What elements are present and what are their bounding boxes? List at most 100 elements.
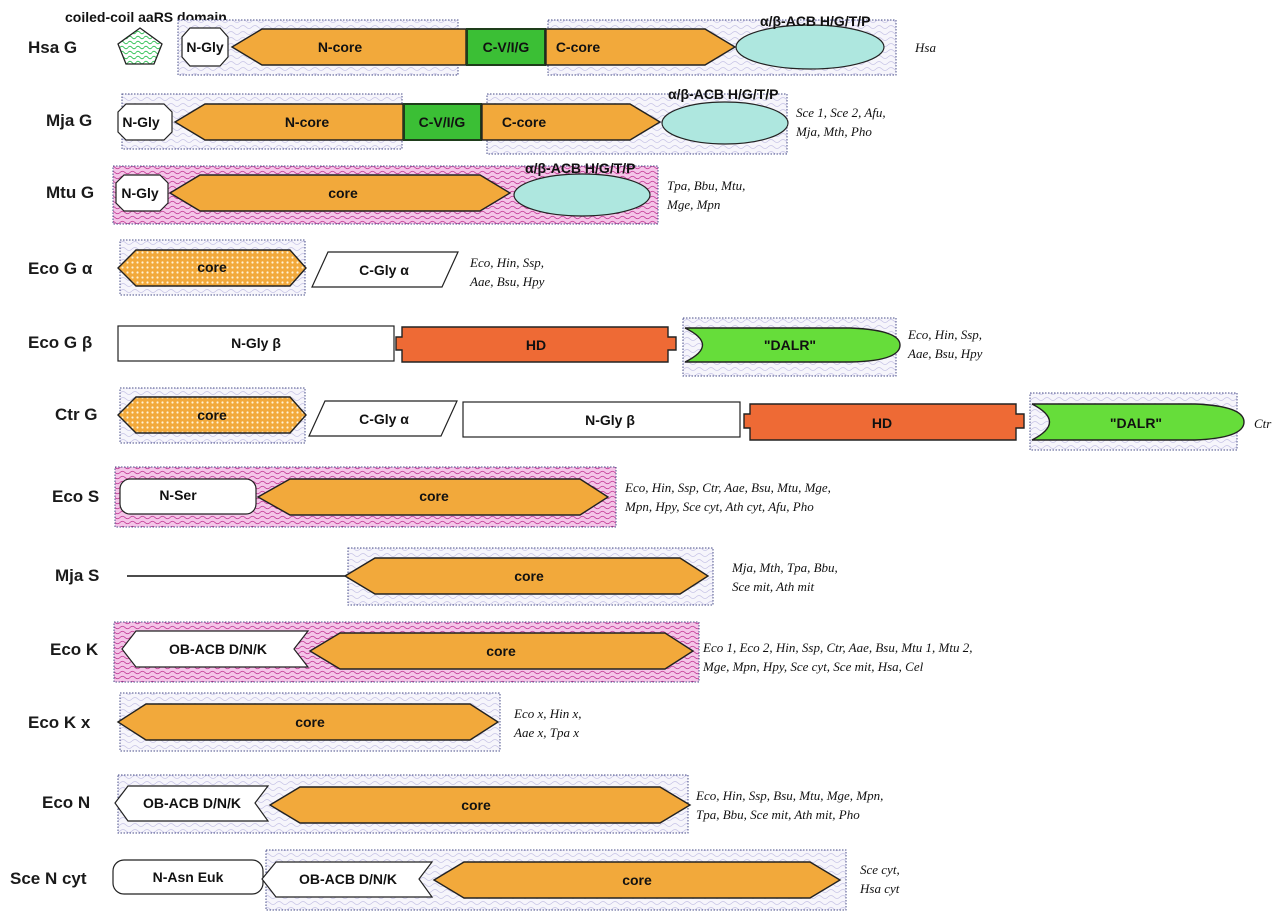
n-gly-label: N-Gly [121,185,159,201]
species-text: Eco, Hin, Ssp, [469,255,544,270]
row-mja-s: Mja S core Mja, Mth, Tpa, Bbu, Sce mit, … [55,547,838,606]
row-label-mja-g: Mja G [46,111,92,130]
core-label: core [197,407,227,423]
dalr-domain [1031,403,1245,441]
ob-acb-label: OB-ACB D/N/K [143,795,241,811]
row-eco-s: Eco S N-Ser core Eco, Hin, Ssp, Ctr, Aae… [52,466,831,528]
row-label-eco-n: Eco N [42,793,90,812]
coiled-coil-domain [117,27,163,65]
row-eco-g-beta: Eco G β N-Gly β HD "DALR" Eco, Hin, Ssp,… [28,317,983,377]
species-text: Aae, Bsu, Hpy [469,274,545,289]
row-label-mtu-g: Mtu G [46,183,94,202]
core-domain [117,249,307,287]
row-label-hsa-g: Hsa G [28,38,77,57]
n-core-label: N-core [285,114,330,130]
species-text: Eco, Hin, Ssp, [907,327,982,342]
core-domain [308,632,695,670]
dalr-label: "DALR" [1110,415,1162,431]
cvig-label: C-V/I/G [483,39,530,55]
core-label: core [295,714,325,730]
species-text: Hsa [914,40,936,55]
hd-domain [395,326,677,363]
core-label: core [197,259,227,275]
row-eco-kx: Eco K x core Eco x, Hin x, Aae x, Tpa x [28,692,582,752]
species-text: Eco, Hin, Ssp, Ctr, Aae, Bsu, Mtu, Mge, [624,480,831,495]
dalr-domain [684,327,901,363]
ob-acb-domain [261,861,434,898]
species-text: Sce cyt, [860,862,900,877]
cvig-domain [403,103,482,141]
species-text: Hsa cyt [859,881,900,896]
acb-domain [513,173,651,217]
c-gly-alpha-domain [308,400,458,437]
species-text: Eco 1, Eco 2, Hin, Ssp, Ctr, Aae, Bsu, M… [702,640,973,655]
acb-label: α/β-ACB H/G/T/P [760,13,870,29]
core-label: core [461,797,491,813]
dalr-label: "DALR" [764,337,816,353]
species-text: Mpn, Hpy, Sce cyt, Ath cyt, Afu, Pho [624,499,814,514]
c-gly-alpha-label: C-Gly α [359,411,409,427]
species-text: Eco, Hin, Ssp, Bsu, Mtu, Mge, Mpn, [695,788,883,803]
row-hsa-g: coiled-coil aaRS domain Hsa G N-Gly N-co… [28,9,936,76]
n-asn-euk-label: N-Asn Euk [153,869,224,885]
species-text: Tpa, Bbu, Mtu, [667,178,745,193]
core-domain [343,557,710,595]
n-ser-domain [119,478,257,515]
row-mtu-g: Mtu G N-Gly core α/β-ACB H/G/T/P Tpa, Bb… [46,160,745,225]
n-gly-beta-label: N-Gly β [231,335,281,351]
core-domain [116,703,500,741]
acb-domain [735,24,885,70]
core-domain [256,478,610,516]
core-label: core [419,488,449,504]
row-eco-g-alpha: Eco G α core C-Gly α Eco, Hin, Ssp, Aae,… [28,239,545,296]
c-core-label: C-core [556,39,601,55]
ob-acb-domain [114,785,270,822]
species-text: Eco x, Hin x, [513,706,582,721]
n-gly-beta-domain [462,401,741,438]
row-label-sce-n-cyt: Sce N cyt [10,869,87,888]
core-domain [432,861,842,899]
hd-label: HD [872,415,892,431]
species-text: Sce mit, Ath mit [732,579,814,594]
acb-domain [661,101,789,145]
species-text: Sce 1, Sce 2, Afu, [796,105,886,120]
n-gly-label: N-Gly [122,114,160,130]
row-mja-g: Mja G N-Gly N-core C-V/I/G C-core α/β-AC… [46,86,886,155]
n-ser-label: N-Ser [159,487,197,503]
n-gly-domain [181,27,229,67]
n-core-label: N-core [318,39,363,55]
species-text: Tpa, Bbu, Sce mit, Ath mit, Pho [696,807,860,822]
n-gly-label: N-Gly [186,39,224,55]
species-text: Mge, Mpn [666,197,720,212]
cvig-domain [466,28,546,66]
row-sce-n-cyt: Sce N cyt N-Asn Euk OB-ACB D/N/K core Sc… [10,849,900,911]
species-text: Mja, Mth, Pho [795,124,872,139]
ob-acb-label: OB-ACB D/N/K [169,641,267,657]
hd-domain [743,403,1025,441]
c-core-domain [481,103,662,141]
row-label-ctr-g: Ctr G [55,405,98,424]
n-gly-beta-domain [117,325,395,362]
c-gly-alpha-label: C-Gly α [359,262,409,278]
core-label: core [622,872,652,888]
ob-acb-label: OB-ACB D/N/K [299,871,397,887]
row-eco-n: Eco N OB-ACB D/N/K core Eco, Hin, Ssp, B… [42,774,883,834]
core-label: core [328,185,358,201]
row-label-eco-kx: Eco K x [28,713,91,732]
species-text: Ctr [1254,416,1272,431]
species-text: Mja, Mth, Tpa, Bbu, [731,560,838,575]
acb-label: α/β-ACB H/G/T/P [525,160,635,176]
core-domain [117,396,307,434]
n-gly-domain [115,174,169,212]
n-gly-domain [117,103,173,141]
row-ctr-g: Ctr G core C-Gly α N-Gly β HD "DALR" Ctr [55,387,1272,451]
row-label-eco-g-alpha: Eco G α [28,259,93,278]
species-text: Mge, Mpn, Hpy, Sce cyt, Sce mit, Hsa, Ce… [702,659,924,674]
core-domain [268,786,692,824]
row-label-eco-k: Eco K [50,640,99,659]
row-eco-k: Eco K OB-ACB D/N/K core Eco 1, Eco 2, Hi… [50,621,973,683]
core-label: core [486,643,516,659]
core-label: core [514,568,544,584]
acb-label: α/β-ACB H/G/T/P [668,86,778,102]
